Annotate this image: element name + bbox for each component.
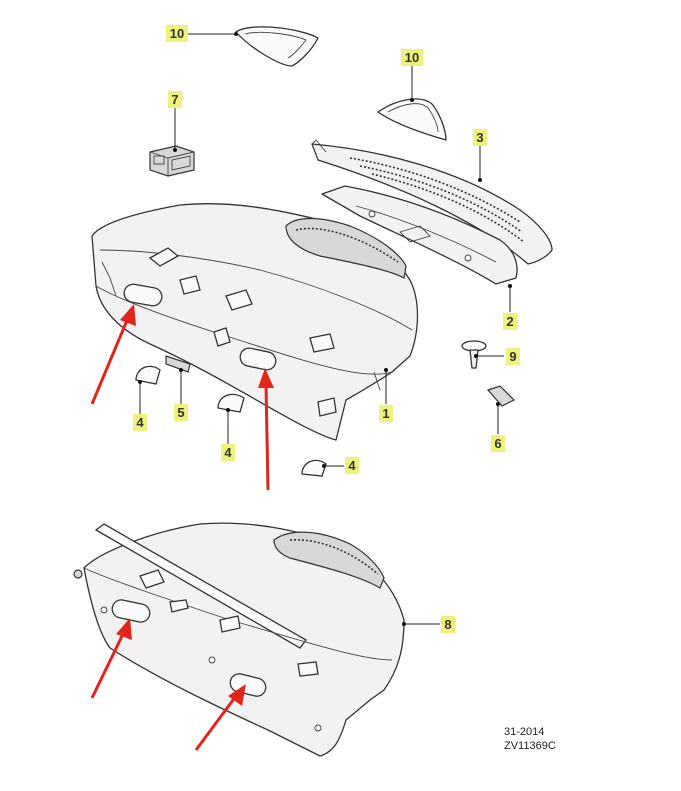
red-arrow-upper-left: [90, 304, 136, 405]
svg-text:5: 5: [177, 405, 184, 420]
callout-7: 7: [168, 91, 182, 108]
callout-4-c: 4: [345, 457, 359, 474]
callout-8: 8: [441, 616, 455, 633]
part-9-clip: [461, 340, 487, 369]
callout-10-upper: 10: [166, 25, 188, 42]
red-arrow-upper-right: [258, 368, 274, 491]
part-8-shelf-assembly: [73, 522, 405, 757]
callout-4-b: 4: [221, 444, 235, 461]
svg-text:7: 7: [171, 92, 178, 107]
part-4-cap-b: [217, 393, 245, 413]
part-7-module: [149, 145, 195, 177]
part-6-cap: [486, 385, 516, 407]
svg-text:8: 8: [444, 617, 451, 632]
part-10-upper-cover: [235, 26, 319, 67]
part-2-bracket: [321, 185, 518, 285]
svg-text:10: 10: [405, 50, 419, 65]
callout-2: 2: [503, 313, 517, 330]
red-arrow-lower-left: [90, 618, 132, 699]
svg-text:4: 4: [224, 445, 232, 460]
part-3-vent-rail: [311, 139, 553, 265]
svg-text:10: 10: [170, 26, 184, 41]
red-arrow-lower-right: [194, 684, 246, 751]
svg-text:3: 3: [476, 130, 483, 145]
callout-3: 3: [473, 129, 487, 146]
callout-5: 5: [174, 404, 188, 421]
callout-10-lower: 10: [401, 49, 423, 66]
part-4-cap-c: [301, 459, 327, 477]
callout-9: 9: [506, 348, 520, 365]
callout-4-a: 4: [133, 414, 147, 431]
leader-lines: [138, 32, 512, 626]
svg-text:4: 4: [348, 458, 356, 473]
reference-line-1: 31-2014: [504, 726, 544, 738]
svg-text:1: 1: [382, 406, 389, 421]
part-1-parcel-shelf: [91, 203, 419, 441]
callout-6: 6: [491, 435, 505, 452]
svg-text:6: 6: [494, 436, 501, 451]
svg-text:4: 4: [136, 415, 144, 430]
part-10-lower-cover: [376, 98, 447, 141]
reference-line-2: ZV11369C: [504, 740, 556, 752]
callout-1: 1: [379, 405, 393, 422]
reference-code: 31-2014 ZV11369C: [504, 726, 556, 752]
svg-text:2: 2: [506, 314, 513, 329]
svg-text:9: 9: [509, 349, 516, 364]
part-4-cap-a: [135, 365, 161, 385]
part-5-clip: [165, 355, 191, 373]
